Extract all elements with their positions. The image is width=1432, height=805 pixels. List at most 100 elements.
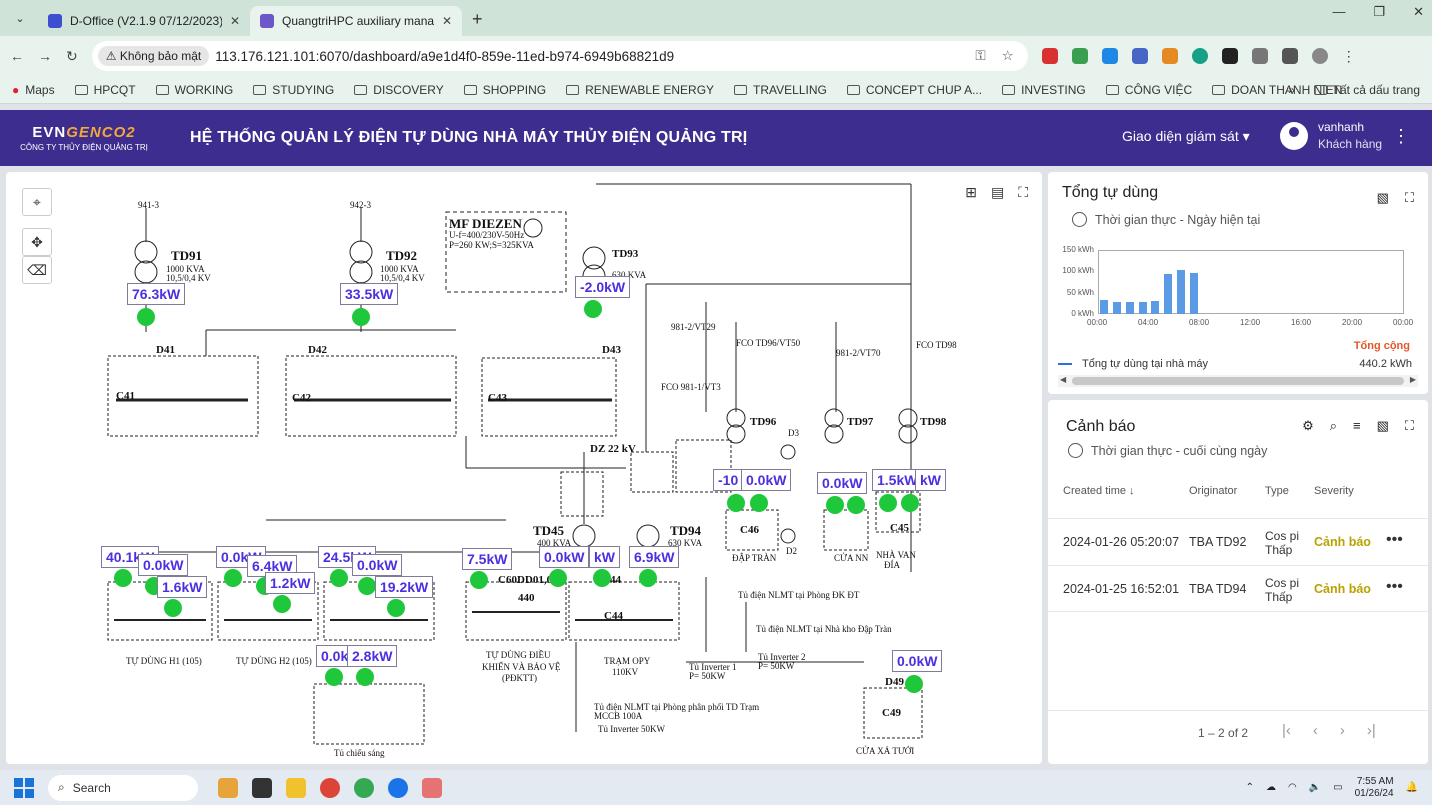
status-dot[interactable] <box>750 494 768 512</box>
side-panel-icon[interactable] <box>1281 48 1298 64</box>
chart-bar[interactable] <box>1100 299 1109 314</box>
export-file-icon[interactable]: ▧ <box>1376 190 1389 205</box>
row-more-icon[interactable]: ••• <box>1386 531 1403 548</box>
address-bar[interactable]: ⚠ Không bảo mật 113.176.121.101:6070/das… <box>91 41 1028 71</box>
extension-drop-icon[interactable] <box>1101 48 1118 64</box>
reload-icon[interactable]: ↻ <box>66 47 78 64</box>
notification-bell-icon[interactable]: 🔔 <box>1405 782 1418 793</box>
col-type[interactable]: Type <box>1265 485 1289 497</box>
status-dot[interactable] <box>325 668 343 686</box>
reading-td92[interactable]: 33.5kW <box>340 283 399 305</box>
status-dot[interactable] <box>387 599 405 617</box>
bookmark-maps[interactable]: ●Maps <box>12 83 55 97</box>
extension-feather-icon[interactable] <box>1131 48 1148 64</box>
status-dot[interactable] <box>901 494 919 512</box>
prev-page-icon[interactable]: ‹ <box>1312 722 1318 739</box>
scroll-thumb[interactable] <box>1072 377 1404 385</box>
reading-c46-a[interactable]: -10 <box>713 469 744 491</box>
scroll-left-icon[interactable]: ◀ <box>1060 375 1067 384</box>
status-dot[interactable] <box>137 308 155 326</box>
status-dot[interactable] <box>273 595 291 613</box>
reading-lighting-b[interactable]: 2.8kW <box>347 645 398 667</box>
chrome-profile-icon[interactable] <box>354 777 374 798</box>
reading-h1-c[interactable]: 1.6kW <box>157 576 208 598</box>
chrome-menu-icon[interactable]: ⋮ <box>1341 48 1356 64</box>
status-dot[interactable] <box>905 675 923 693</box>
status-dot[interactable] <box>352 308 370 326</box>
status-dot[interactable] <box>727 494 745 512</box>
chart-bar[interactable] <box>1138 301 1147 314</box>
chart-bar[interactable] <box>1164 273 1173 314</box>
chart-bar[interactable] <box>1151 300 1160 314</box>
reading-109-b[interactable]: 0.0kW <box>352 554 403 576</box>
bookmark-folder[interactable]: HPCQT <box>74 83 136 97</box>
reading-d44-b[interactable]: kW <box>589 546 620 568</box>
all-bookmarks[interactable]: » Tất cả dấu trang <box>1288 83 1420 97</box>
chart-bar[interactable] <box>1125 301 1134 314</box>
status-dot[interactable] <box>639 569 657 587</box>
chart-bar[interactable] <box>1189 273 1198 314</box>
extension-box-icon[interactable] <box>1221 48 1238 64</box>
pan-arrows-icon[interactable]: ✥ <box>22 228 52 256</box>
tab-search-icon[interactable]: ⌄ <box>15 12 25 25</box>
new-tab-icon[interactable]: + <box>472 9 483 29</box>
close-window-icon[interactable]: ✕ <box>1413 4 1424 19</box>
bookmark-folder[interactable]: CONCEPT CHUP A... <box>846 83 982 97</box>
reading-d49[interactable]: 0.0kW <box>892 650 943 672</box>
mode-selector[interactable]: Giao diện giám sát ▾ <box>1122 128 1250 145</box>
bookmark-folder[interactable]: WORKING <box>155 83 233 97</box>
last-page-icon[interactable]: ›| <box>1366 722 1376 739</box>
reading-h1-b[interactable]: 0.0kW <box>138 554 189 576</box>
reading-td93[interactable]: -2.0kW <box>575 276 631 298</box>
reading-td97[interactable]: 0.0kW <box>817 472 868 494</box>
horizontal-scrollbar[interactable]: ◀▶ <box>1058 375 1418 387</box>
status-dot[interactable] <box>847 496 865 514</box>
eraser-icon[interactable]: ⌫ <box>22 256 52 284</box>
scroll-right-icon[interactable]: ▶ <box>1409 375 1416 384</box>
reading-td91[interactable]: 76.3kW <box>127 283 186 305</box>
search-icon[interactable]: ⌕ <box>1329 418 1337 433</box>
extension-shield-icon[interactable] <box>1041 48 1058 64</box>
hierarchy-icon[interactable]: ⊞ <box>965 184 977 200</box>
row-more-icon[interactable]: ••• <box>1386 578 1403 595</box>
bookmark-folder[interactable]: STUDYING <box>253 83 334 97</box>
extension-check-icon[interactable] <box>1071 48 1088 64</box>
fullscreen-icon[interactable]: ⛶ <box>1404 418 1414 433</box>
status-dot[interactable] <box>826 496 844 514</box>
reading-d44-a[interactable]: 0.0kW <box>539 546 590 568</box>
security-chip[interactable]: ⚠ Không bảo mật <box>97 46 210 66</box>
widgets-icon[interactable] <box>218 777 238 798</box>
minimize-icon[interactable]: — <box>1332 4 1346 19</box>
profile-avatar-icon[interactable] <box>1311 48 1328 64</box>
restore-icon[interactable]: ❐ <box>1373 4 1386 19</box>
status-dot[interactable] <box>358 577 376 595</box>
bookmark-folder[interactable]: DISCOVERY <box>354 83 444 97</box>
fullscreen-icon[interactable]: ⛶ <box>1018 184 1028 200</box>
reading-td94[interactable]: 6.9kW <box>629 546 680 568</box>
overflow-chevron-icon[interactable]: » <box>1288 82 1295 97</box>
url-text[interactable]: 113.176.121.101:6070/dashboard/a9e1d4f0-… <box>215 48 675 64</box>
tab-quangtri[interactable]: QuangtriHPC auxiliary manager ✕ <box>250 6 462 36</box>
first-page-icon[interactable]: |‹ <box>1282 722 1291 739</box>
fullscreen-icon[interactable]: ⛶ <box>1404 190 1414 205</box>
chart-bar[interactable] <box>1176 269 1185 314</box>
status-dot[interactable] <box>879 494 897 512</box>
extension-fox-icon[interactable] <box>1161 48 1178 64</box>
bookmark-folder[interactable]: RENEWABLE ENERGY <box>566 83 714 97</box>
wifi-icon[interactable]: ◠ <box>1287 782 1297 793</box>
reading-td98[interactable]: 1.5kW <box>872 469 923 491</box>
col-severity[interactable]: Severity <box>1314 485 1354 497</box>
next-page-icon[interactable]: › <box>1339 722 1345 739</box>
col-created-time[interactable]: Created time ↓ <box>1063 485 1135 497</box>
legend-row[interactable]: Tổng tự dùng tại nhà máy 440.2 kWh <box>1058 358 1420 370</box>
back-icon[interactable]: ← <box>10 48 24 64</box>
tray-chevron-icon[interactable]: ⌃ <box>1245 782 1254 793</box>
status-dot[interactable] <box>224 569 242 587</box>
export-file-icon[interactable]: ▧ <box>1376 418 1389 433</box>
snipping-tool-icon[interactable] <box>422 777 442 798</box>
task-view-icon[interactable] <box>252 777 272 798</box>
status-dot[interactable] <box>114 569 132 587</box>
